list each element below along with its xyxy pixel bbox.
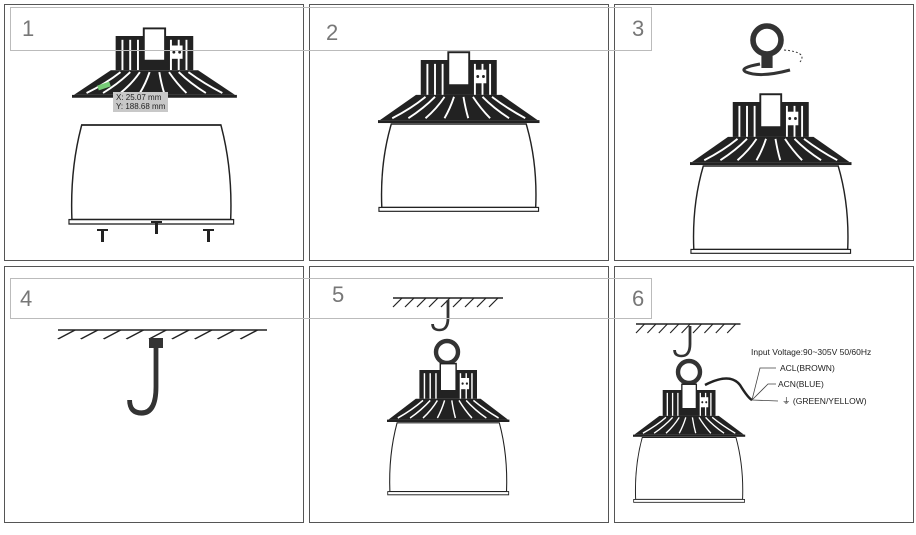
- acl-wire-label: ACL(BROWN): [780, 363, 835, 373]
- measurement-x: X: 25.07 mm: [116, 93, 162, 102]
- step-6-illustration: [633, 323, 779, 502]
- step-number: 5: [332, 282, 345, 307]
- step-number: 3: [632, 16, 645, 41]
- acn-wire-label: ACN(BLUE): [778, 379, 824, 389]
- measurement-y: Y: 188.68 mm: [116, 102, 166, 111]
- step-number: 2: [326, 20, 339, 45]
- step-number: 6: [632, 286, 645, 311]
- step-3-panel: [614, 4, 914, 261]
- step-4-panel: [4, 266, 304, 523]
- step-5-panel: [309, 266, 609, 523]
- step-number: 1: [22, 16, 35, 41]
- step-4-illustration: [56, 328, 269, 413]
- step-3-illustration: [690, 26, 852, 253]
- step-number-overlay: [10, 278, 652, 319]
- step-2-panel: [309, 4, 609, 261]
- ground-icon: ⏚: [782, 396, 791, 406]
- step-number-overlay: [10, 7, 652, 51]
- step-1-illustration: [68, 27, 238, 242]
- step-6-panel: [614, 266, 914, 523]
- measurement-tooltip: X: 25.07 mm Y: 188.68 mm: [113, 92, 169, 112]
- step-number: 4: [20, 286, 33, 311]
- input-voltage-label: Input Voltage:90~305V 50/60Hz: [751, 347, 872, 357]
- step-1-panel: [4, 4, 304, 261]
- ground-wire-label: ⏚ (GREEN/YELLOW): [782, 396, 867, 406]
